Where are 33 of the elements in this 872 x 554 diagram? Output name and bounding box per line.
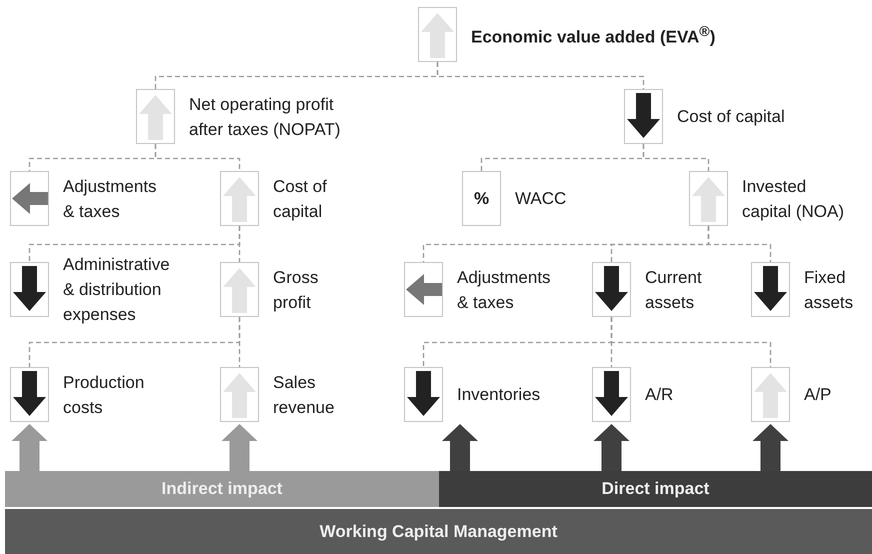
block-arrow — [594, 424, 630, 471]
connector-line — [436, 62, 644, 89]
node-label: Administrative & distribution expenses — [63, 254, 171, 326]
node-label: A/P — [804, 384, 832, 406]
node-label: Sales revenue — [273, 372, 336, 418]
connector-line — [154, 144, 240, 171]
block-arrow — [222, 424, 258, 471]
node-label: Fixed assets — [804, 266, 854, 314]
percent-sign: % — [474, 188, 490, 208]
node-label: Inventories — [457, 384, 542, 406]
node-label: WACC — [515, 188, 568, 210]
node-label: A/R — [645, 384, 674, 406]
connector-line — [708, 226, 772, 262]
connector-line — [610, 317, 772, 367]
node-label: Cost of capital — [677, 106, 786, 128]
impact-band: Direct impact — [439, 471, 872, 507]
block-arrow — [442, 424, 478, 471]
node-label: Current assets — [645, 266, 703, 314]
connector-line — [642, 144, 710, 171]
node-label: Gross profit — [273, 266, 320, 314]
node-label: Net operating profit after taxes (NOPAT) — [189, 94, 342, 140]
block-arrow — [12, 424, 48, 471]
node-label: Production costs — [63, 372, 146, 418]
node-label: Economic value added (EVA$^{®}$) — [471, 22, 716, 48]
node-label: Invested capital (NOA) — [742, 176, 846, 222]
connector-line — [238, 317, 240, 367]
node-label: Adjustments & taxes — [63, 176, 158, 222]
impact-band: Working Capital Management — [5, 509, 872, 554]
impact-band: Indirect impact — [5, 471, 439, 507]
node-label: Cost of capital — [273, 176, 328, 222]
node-label: Adjustments & taxes — [457, 266, 552, 314]
block-arrow — [752, 424, 788, 471]
connector-line — [238, 226, 240, 262]
